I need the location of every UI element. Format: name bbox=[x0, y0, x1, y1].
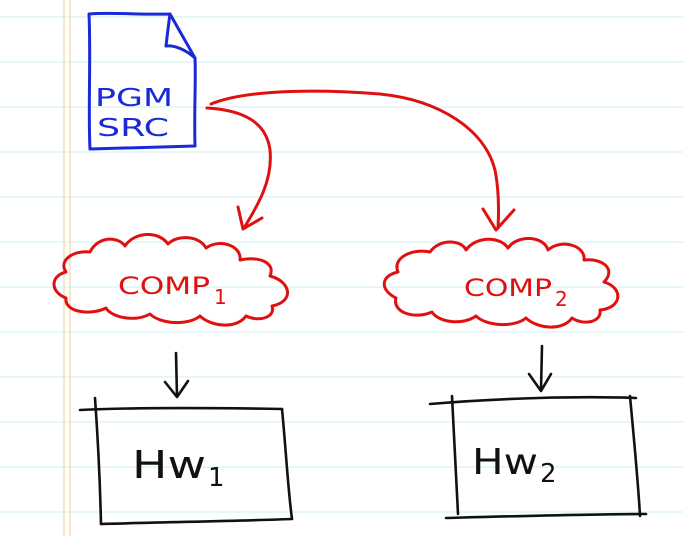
hardware-1-subscript: 1 bbox=[208, 463, 225, 493]
hardware-2-box bbox=[428, 394, 648, 520]
compiler-1-subscript: 1 bbox=[214, 285, 227, 309]
compiler-2-cloud bbox=[382, 237, 620, 329]
arrow-to-hardware-1 bbox=[174, 351, 179, 398]
arrow-head-1 bbox=[236, 205, 264, 231]
compiler-1-label: COMP bbox=[118, 272, 210, 300]
hardware-2-subscript: 2 bbox=[540, 459, 557, 489]
arrows-compilers-to-hardware bbox=[163, 344, 553, 399]
hardware-1-label: Hw bbox=[132, 443, 206, 487]
arrow-head-hw-1 bbox=[163, 379, 190, 399]
ruled-lines bbox=[0, 16, 683, 513]
arrow-to-compiler-2 bbox=[209, 89, 501, 230]
arrow-to-compiler-1 bbox=[205, 106, 272, 230]
arrow-to-hardware-2 bbox=[539, 344, 544, 392]
hardware-2-label: Hw bbox=[472, 442, 538, 483]
compiler-2-subscript: 2 bbox=[555, 287, 568, 311]
hardware-1-box bbox=[78, 396, 294, 526]
source-label-line2: SRC bbox=[97, 113, 169, 142]
arrows-source-to-compilers bbox=[205, 89, 516, 232]
arrow-head-hw-2 bbox=[527, 372, 553, 393]
source-label-line1: PGM bbox=[95, 83, 173, 112]
source-document bbox=[87, 11, 197, 151]
compiler-1-cloud bbox=[52, 233, 289, 327]
compiler-2-label: COMP bbox=[464, 274, 552, 302]
arrow-head-2 bbox=[481, 207, 516, 232]
